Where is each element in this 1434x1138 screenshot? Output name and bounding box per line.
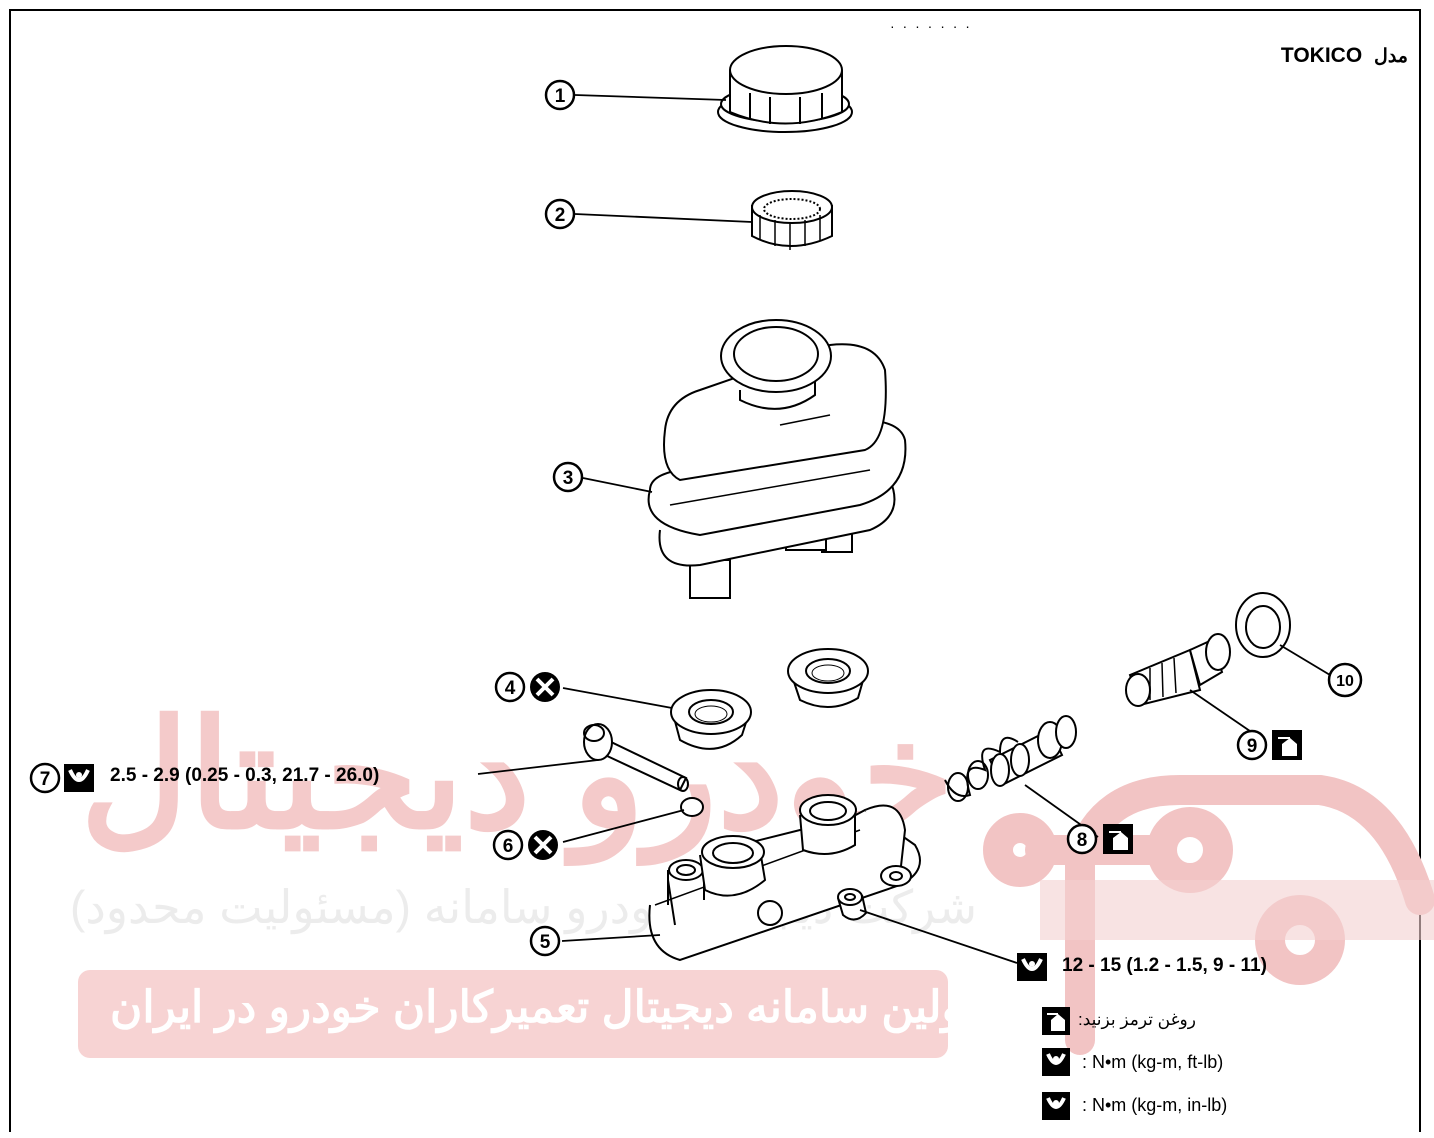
brake-fluid-icon: [1103, 824, 1133, 854]
grommet-front: [670, 689, 752, 750]
torque-spec-item5: 12 - 15 (1.2 - 1.5, 9 - 11): [1062, 955, 1267, 976]
torque-wrench-icon: [1017, 953, 1047, 981]
callout-8: 8: [1066, 823, 1098, 855]
primary-piston-assembly: [944, 715, 1077, 802]
svg-text:1: 1: [555, 86, 566, 107]
brake-fluid-icon: [1042, 1007, 1070, 1035]
mounting-nut: [837, 888, 868, 921]
reservoir-cap: [717, 45, 853, 133]
watermark-slogan-text: اولین سامانه دیجیتال تعمیرکاران خودرو در…: [110, 983, 976, 1032]
diagram-frame: [9, 9, 1421, 1132]
callout-2: 2: [544, 198, 576, 230]
callout-7: 7: [29, 762, 61, 794]
svg-text:2: 2: [555, 205, 566, 226]
svg-text:10: 10: [1336, 673, 1354, 690]
svg-text:4: 4: [505, 678, 516, 699]
secondary-piston: [1125, 633, 1231, 707]
legend-brake-fluid: روغن ترمز بزنید:: [1078, 1010, 1196, 1029]
legend-unit-inlb: : N•m (kg-m, in-lb): [1082, 1095, 1228, 1115]
svg-text:3: 3: [563, 468, 574, 489]
legend-unit-ftlb: : N•m (kg-m, ft-lb): [1082, 1052, 1224, 1072]
callout-5: 5: [529, 925, 561, 957]
replace-icon: [530, 672, 560, 702]
svg-text:9: 9: [1247, 736, 1258, 757]
torque-wrench-icon: [1042, 1048, 1070, 1076]
brake-fluid-icon: [1272, 730, 1302, 760]
torque-wrench-icon: [1042, 1092, 1070, 1120]
svg-text:6: 6: [503, 836, 514, 857]
torque-spec-item7: 2.5 - 2.9 (0.25 - 0.3, 21.7 - 26.0): [110, 765, 380, 786]
callout-10: 10: [1327, 662, 1363, 698]
callout-3: 3: [552, 461, 584, 493]
callout-9: 9: [1236, 729, 1268, 761]
title-brand: TOKICO: [1280, 44, 1363, 67]
svg-text:5: 5: [540, 932, 551, 953]
callout-1: 1: [544, 79, 576, 111]
svg-text:7: 7: [40, 769, 51, 790]
top-dots: · · · · · · ·: [890, 18, 972, 34]
callout-6: 6: [492, 829, 524, 861]
o-ring: [680, 797, 704, 817]
callout-4: 4: [494, 671, 526, 703]
master-cylinder-body: [648, 794, 921, 962]
strainer: [751, 190, 833, 250]
replace-icon: [528, 830, 558, 860]
reservoir-tank: [647, 319, 907, 599]
torque-wrench-icon: [64, 764, 94, 792]
piston-cup: [1235, 592, 1291, 658]
svg-text:8: 8: [1077, 830, 1088, 851]
title-model-word: مدل: [1374, 46, 1408, 67]
watermark-car-band: [1040, 880, 1434, 940]
watermark-slogan-band: [78, 970, 948, 1058]
diagram-title: TOKICO مدل: [1281, 44, 1408, 68]
stopper-bolt: [583, 723, 689, 792]
grommet-rear: [787, 648, 869, 708]
